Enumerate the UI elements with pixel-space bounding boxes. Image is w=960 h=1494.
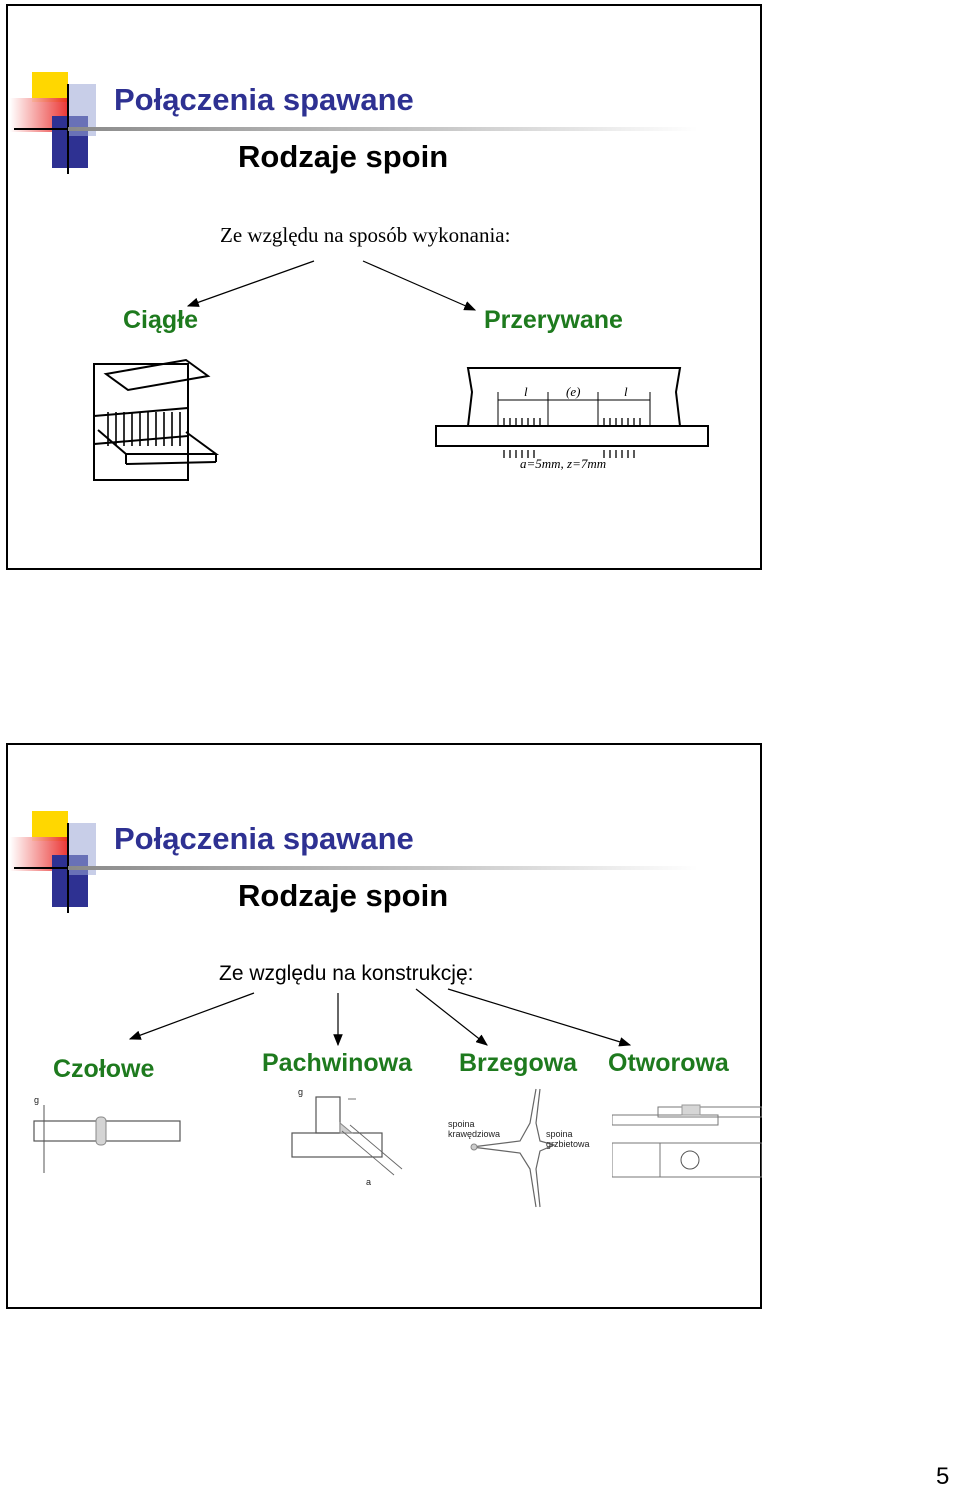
slide-1: Połączenia spawane Rodzaje spoin Ze wzgl… bbox=[6, 4, 762, 570]
slide-title: Połączenia spawane bbox=[114, 82, 414, 117]
edge-label-right-2: grzbietowa bbox=[546, 1139, 590, 1149]
butt-weld-drawing: g bbox=[33, 1095, 181, 1173]
edge-label-right-1: spoina bbox=[546, 1129, 573, 1139]
title-underline bbox=[68, 866, 698, 870]
slide-subtitle: Rodzaje spoin bbox=[238, 139, 449, 174]
arrows bbox=[186, 260, 477, 311]
dim-e: (e) bbox=[566, 384, 580, 399]
slide-subtitle: Rodzaje spoin bbox=[238, 878, 449, 913]
continuous-weld-drawing bbox=[93, 358, 220, 481]
intermittent-weld-drawing: l (e) l a=5mm, z=7mm bbox=[435, 367, 709, 471]
arrows bbox=[128, 988, 632, 1047]
category-butt: Czołowe bbox=[53, 1055, 155, 1083]
intro-text: Ze względu na sposób wykonania: bbox=[220, 223, 511, 247]
category-continuous: Ciągłe bbox=[123, 306, 199, 334]
butt-g-label: g bbox=[34, 1095, 39, 1105]
fillet-a-label: a bbox=[366, 1177, 371, 1187]
dim-l-left: l bbox=[524, 384, 528, 399]
slide-title: Połączenia spawane bbox=[114, 821, 414, 856]
weld-size-note: a=5mm, z=7mm bbox=[520, 456, 606, 471]
edge-label-left-2: krawędziowa bbox=[448, 1129, 500, 1139]
slide-2: Połączenia spawane Rodzaje spoin Ze wzgl… bbox=[6, 743, 762, 1309]
arrow-to-edge bbox=[415, 988, 488, 1046]
title-underline bbox=[68, 127, 698, 131]
arrow-to-plug bbox=[447, 988, 632, 1047]
page-number: 5 bbox=[936, 1463, 950, 1490]
category-plug: Otworowa bbox=[608, 1049, 729, 1077]
category-fillet: Pachwinowa bbox=[262, 1049, 413, 1077]
category-edge: Brzegowa bbox=[459, 1049, 578, 1077]
edge-weld-drawing: spoina krawędziowa spoina grzbietowa bbox=[448, 1088, 590, 1208]
arrow-to-intermittent bbox=[362, 260, 477, 311]
intro-text: Ze względu na konstrukcję: bbox=[219, 962, 474, 985]
category-intermittent: Przerywane bbox=[484, 306, 623, 334]
dim-l-right: l bbox=[624, 384, 628, 399]
fillet-g-label: g bbox=[298, 1087, 303, 1097]
arrow-to-continuous bbox=[186, 260, 315, 307]
arrow-to-butt bbox=[128, 992, 255, 1040]
fillet-weld-drawing: g a bbox=[291, 1087, 403, 1187]
edge-label-left-1: spoina bbox=[448, 1119, 475, 1129]
plug-weld-drawing bbox=[612, 1104, 762, 1178]
